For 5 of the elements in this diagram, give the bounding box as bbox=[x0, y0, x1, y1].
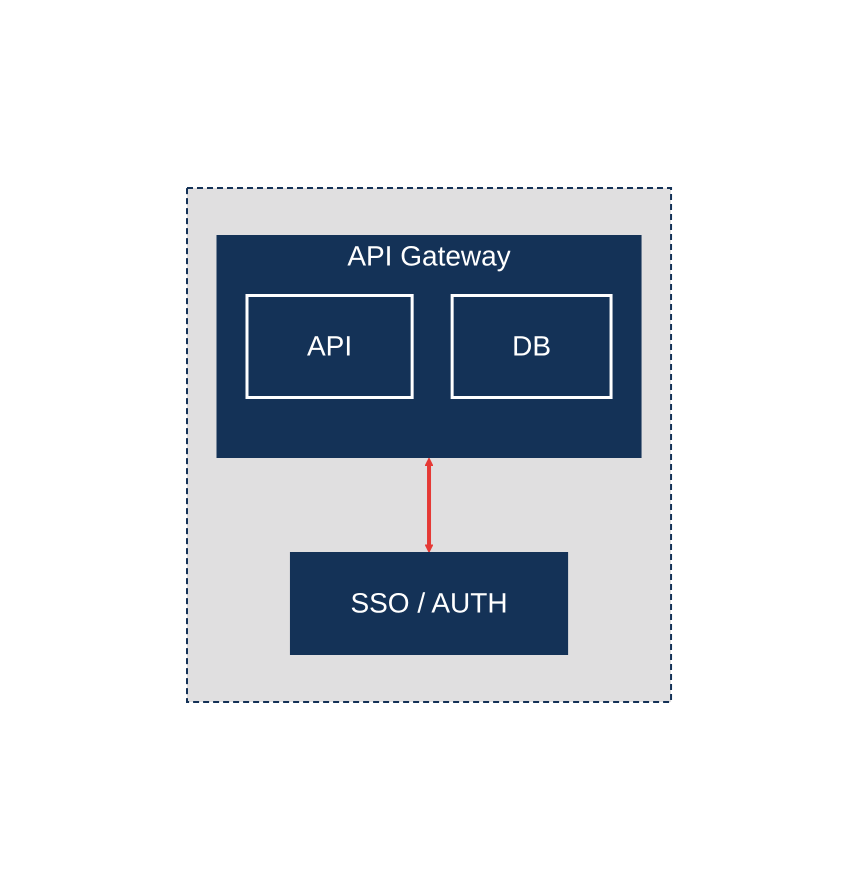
node-box: DB bbox=[451, 294, 614, 399]
arrow bbox=[425, 458, 434, 553]
cluster bbox=[186, 187, 673, 703]
node-box: API bbox=[246, 294, 414, 399]
node-box: SSO / AUTH bbox=[290, 552, 569, 655]
